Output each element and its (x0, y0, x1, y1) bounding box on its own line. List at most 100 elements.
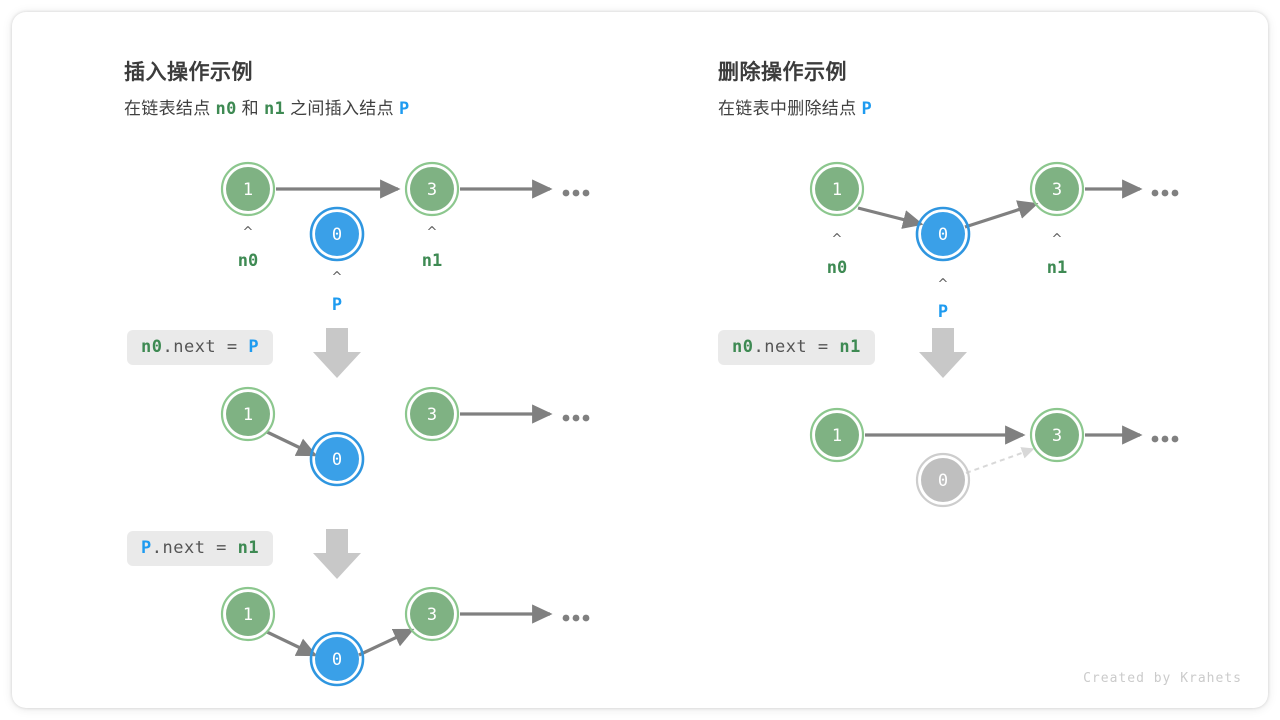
node-fill (1035, 167, 1079, 211)
delete-step1-token-2: n1 (839, 337, 861, 357)
node-value: 1 (243, 180, 253, 200)
node-ring (404, 161, 460, 217)
caret-up-icon: ^ (1052, 232, 1063, 247)
node-value: 0 (938, 225, 948, 245)
insert-step2-token-2: n1 (237, 538, 260, 558)
insert-sub-n1: n1 (263, 99, 286, 119)
insert-step1-code: n0.next = P (127, 330, 274, 365)
down-arrow-icon (919, 328, 967, 378)
pointer-label-n1: n1 (422, 251, 442, 271)
node-value: 0 (332, 450, 342, 470)
node-fill (315, 212, 359, 256)
node-ring (309, 631, 365, 687)
insert-step2-token-1: .next = (151, 538, 238, 558)
delete-sub-p: P (861, 99, 872, 119)
insert-step1-token-2: P (248, 337, 260, 357)
node-fill (315, 637, 359, 681)
node-value: 3 (1052, 180, 1062, 200)
node-fill (226, 392, 270, 436)
insert-step1-token-1: .next = (162, 337, 249, 357)
node-value: 0 (332, 225, 342, 245)
node-ring (809, 161, 865, 217)
node-value: 1 (243, 605, 253, 625)
ellipsis-icon (562, 414, 590, 422)
node-value: 3 (427, 405, 437, 425)
node-fill (815, 167, 859, 211)
insert-row-2: 1 3 0 (220, 386, 590, 487)
delete-row-2: 1 3 0 (809, 407, 1179, 508)
node-ring (404, 586, 460, 642)
node-fill (921, 458, 965, 502)
node-value: 3 (427, 180, 437, 200)
caret-up-icon: ^ (332, 270, 343, 285)
pointer-label-n0: n0 (827, 258, 847, 278)
node-ring (404, 386, 460, 442)
delete-panel-title: 删除操作示例 (718, 61, 847, 84)
arrow-n0-to-p (266, 630, 318, 657)
insert-sub-part2: 和 (241, 99, 259, 118)
node-value: 3 (427, 605, 437, 625)
caret-up-icon: ^ (243, 225, 254, 240)
pointer-label-p: P (938, 302, 948, 322)
node-fill (1035, 413, 1079, 457)
delete-step1-code: n0.next = n1 (718, 330, 875, 365)
node-value: 1 (832, 180, 842, 200)
node-fill (226, 167, 270, 211)
arrow-p-to-n1 (964, 200, 1039, 229)
delete-sub-part1: 在链表中删除结点 (718, 99, 857, 118)
node-fill (226, 592, 270, 636)
node-value: 3 (1052, 426, 1062, 446)
insert-sub-part3: 之间插入结点 (290, 99, 394, 118)
delete-panel: 删除操作示例 在链表中删除结点 P n0.next = n1 (640, 12, 1268, 708)
diagram-card: 插入操作示例 在链表结点 n0 和 n1 之间插入结点 P n0.next = … (12, 12, 1268, 708)
delete-row-1: 1 3 0 ^ n0 ^ n1 ^ P (809, 161, 1179, 322)
credit-label: Created by Krahets (1083, 671, 1242, 686)
node-value: 0 (332, 650, 342, 670)
ellipsis-icon (1151, 189, 1179, 197)
node-ring (1029, 407, 1085, 463)
insert-panel-title: 插入操作示例 (124, 61, 253, 84)
node-fill (410, 392, 454, 436)
ellipsis-icon (562, 614, 590, 622)
node-fill (410, 167, 454, 211)
insert-step1-token-0: n0 (141, 337, 163, 357)
insert-step2-code: P.next = n1 (127, 531, 274, 566)
insert-row-1: 1 3 0 ^ n0 ^ n1 ^ P (220, 161, 590, 315)
node-ring (809, 407, 865, 463)
insert-row-3: 1 3 0 (220, 586, 590, 687)
insert-step2-token-0: P (141, 538, 152, 558)
node-fill (815, 413, 859, 457)
node-ring (309, 206, 365, 262)
node-fill (921, 212, 965, 256)
insert-sub-p: P (398, 99, 410, 119)
delete-panel-subtitle: 在链表中删除结点 P (718, 94, 872, 119)
ellipsis-icon (1151, 435, 1179, 443)
node-value: 0 (938, 471, 948, 491)
pointer-label-n1: n1 (1047, 258, 1067, 278)
delete-step1-token-0: n0 (732, 337, 754, 357)
node-fill (410, 592, 454, 636)
dashed-link-removed (965, 447, 1035, 474)
node-ring (309, 431, 365, 487)
node-fill (315, 437, 359, 481)
pointer-label-n0: n0 (238, 251, 258, 271)
insert-sub-part1: 在链表结点 (124, 99, 211, 118)
node-value: 1 (832, 426, 842, 446)
arrow-p-to-n1 (358, 628, 415, 657)
caret-up-icon: ^ (427, 225, 438, 240)
node-ring (220, 386, 276, 442)
arrow-n0-to-p (857, 206, 924, 229)
down-arrow-icon (313, 328, 361, 378)
insert-sub-n0: n0 (215, 99, 237, 119)
node-ring (1029, 161, 1085, 217)
insert-panel: 插入操作示例 在链表结点 n0 和 n1 之间插入结点 P n0.next = … (12, 12, 640, 708)
pointer-label-p: P (332, 295, 342, 315)
node-ring (915, 452, 971, 508)
node-ring (220, 161, 276, 217)
delete-step1-token-1: .next = (753, 337, 840, 357)
insert-panel-subtitle: 在链表结点 n0 和 n1 之间插入结点 P (124, 94, 409, 119)
node-ring (220, 586, 276, 642)
arrow-n0-to-p (266, 430, 318, 457)
caret-up-icon: ^ (938, 277, 949, 292)
